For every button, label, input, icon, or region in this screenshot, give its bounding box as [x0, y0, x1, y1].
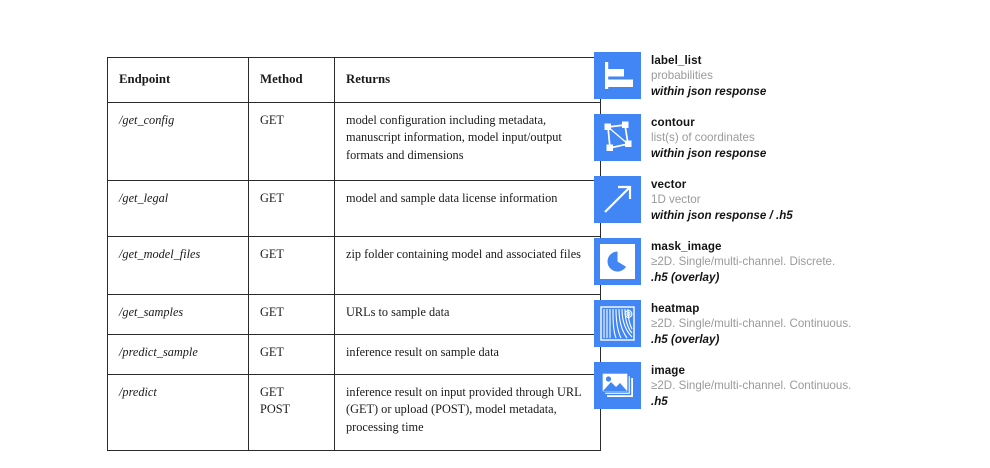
legend-text-vector: vector 1D vector within json response / …	[651, 176, 793, 223]
cell-method: GET POST	[248, 373, 335, 451]
mask-image-icon	[594, 238, 641, 285]
legend-name: contour	[651, 116, 695, 129]
table-row: /get_legal GET model and sample data lic…	[107, 179, 601, 237]
table-row: /get_model_files GET zip folder containi…	[107, 235, 601, 295]
legend-name: heatmap	[651, 302, 700, 315]
column-header-method: Method	[248, 57, 335, 103]
legend-location: within json response	[651, 146, 767, 160]
table-row: /predict_sample GET inference result on …	[107, 333, 601, 375]
cell-method: GET	[248, 101, 335, 181]
legend-text-image: image ≥2D. Single/multi-channel. Continu…	[651, 362, 851, 409]
legend-item-mask-image: mask_image ≥2D. Single/multi-channel. Di…	[594, 238, 954, 287]
legend-item-vector: vector 1D vector within json response / …	[594, 176, 954, 225]
legend-location: within json response / .h5	[651, 208, 793, 222]
heatmap-icon	[594, 300, 641, 347]
cell-endpoint: /predict_sample	[107, 333, 249, 375]
column-header-endpoint: Endpoint	[107, 57, 249, 103]
legend-item-heatmap: heatmap ≥2D. Single/multi-channel. Conti…	[594, 300, 954, 349]
api-endpoint-table: Endpoint Method Returns /get_config GET …	[107, 57, 601, 451]
legend-description: ≥2D. Single/multi-channel. Discrete.	[651, 255, 836, 269]
legend-location: .h5 (overlay)	[651, 332, 720, 346]
cell-endpoint: /get_samples	[107, 293, 249, 335]
cell-endpoint: /get_model_files	[107, 235, 249, 295]
cell-method: GET	[248, 333, 335, 375]
cell-method: GET	[248, 235, 335, 295]
legend-item-image: image ≥2D. Single/multi-channel. Continu…	[594, 362, 954, 411]
api-endpoint-table-container: Endpoint Method Returns /get_config GET …	[107, 57, 601, 451]
legend-description: ≥2D. Single/multi-channel. Continuous.	[651, 379, 852, 393]
legend-description: probabilities	[651, 69, 713, 83]
legend-name: image	[651, 364, 686, 377]
vector-icon	[594, 176, 641, 223]
cell-method: GET	[248, 293, 335, 335]
legend-description: list(s) of coordinates	[651, 131, 755, 145]
legend-item-contour: contour list(s) of coordinates within js…	[594, 114, 954, 163]
cell-method: GET	[248, 179, 335, 237]
legend-location: .h5 (overlay)	[651, 270, 720, 284]
legend-description: ≥2D. Single/multi-channel. Continuous.	[651, 317, 852, 331]
cell-returns: zip folder containing model and associat…	[334, 235, 601, 295]
column-header-returns: Returns	[334, 57, 601, 103]
cell-returns: model configuration including metadata, …	[334, 101, 601, 181]
cell-endpoint: /get_config	[107, 101, 249, 181]
cell-returns: model and sample data license informatio…	[334, 179, 601, 237]
legend-location: within json response	[651, 84, 767, 98]
legend-name: label_list	[651, 54, 702, 67]
cell-endpoint: /predict	[107, 373, 249, 451]
contour-icon	[594, 114, 641, 161]
legend-item-label-list: label_list probabilities within json res…	[594, 52, 954, 101]
table-header-row: Endpoint Method Returns	[107, 57, 601, 103]
cell-returns: inference result on input provided throu…	[334, 373, 601, 451]
image-icon	[594, 362, 641, 409]
legend-location: .h5	[651, 394, 668, 408]
legend-text-heatmap: heatmap ≥2D. Single/multi-channel. Conti…	[651, 300, 851, 347]
table-body: /get_config GET model configuration incl…	[107, 101, 601, 451]
legend-text-contour: contour list(s) of coordinates within js…	[651, 114, 766, 161]
output-type-legend: label_list probabilities within json res…	[594, 52, 954, 424]
table-row: /get_samples GET URLs to sample data	[107, 293, 601, 335]
table-row: /predict GET POST inference result on in…	[107, 373, 601, 451]
legend-text-label-list: label_list probabilities within json res…	[651, 52, 766, 99]
legend-text-mask-image: mask_image ≥2D. Single/multi-channel. Di…	[651, 238, 835, 285]
cell-returns: URLs to sample data	[334, 293, 601, 335]
legend-name: mask_image	[651, 240, 722, 253]
table-row: /get_config GET model configuration incl…	[107, 101, 601, 181]
label-list-icon	[594, 52, 641, 99]
legend-name: vector	[651, 178, 687, 191]
legend-description: 1D vector	[651, 193, 701, 207]
cell-endpoint: /get_legal	[107, 179, 249, 237]
table-header: Endpoint Method Returns	[107, 57, 601, 103]
cell-returns: inference result on sample data	[334, 333, 601, 375]
